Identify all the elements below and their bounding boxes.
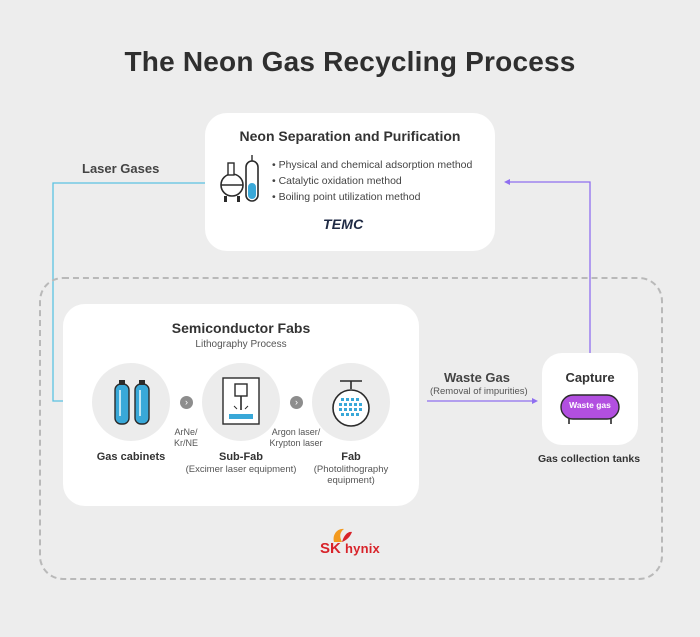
sub-fab-sublabel: (Excimer laser equipment) xyxy=(185,464,297,475)
fabs-subtitle: Lithography Process xyxy=(195,339,287,350)
temc-logo: TEMC xyxy=(323,216,364,232)
gas-collection-tanks-label: Gas collection tanks xyxy=(537,453,641,465)
gas-mix-line2: Kr/NE xyxy=(173,438,198,448)
purification-plant-icon xyxy=(220,155,259,202)
hynix-text: hynix xyxy=(345,541,380,556)
laser-type-line2: Krypton laser xyxy=(269,438,323,448)
purification-methods: • Physical and chemical adsorption metho… xyxy=(272,157,492,205)
capture-title: Capture xyxy=(565,370,615,385)
gas-mix-line1: ArNe/ xyxy=(174,427,198,437)
recycle-line xyxy=(508,181,591,353)
tank-text: Waste gas xyxy=(569,400,611,410)
waste-gas-label: Waste Gas xyxy=(444,370,510,385)
excimer-laser-icon xyxy=(222,377,260,425)
fab-sublabel: (Photolithography equipment) xyxy=(296,464,406,486)
wafer-icon xyxy=(332,380,370,427)
sk-hynix-region xyxy=(39,277,663,580)
chevron-right-icon: › xyxy=(290,396,303,409)
gas-cabinet-icon xyxy=(114,380,150,425)
chevron-right-icon: › xyxy=(180,396,193,409)
laser-type-label: Argon laser/ Krypton laser xyxy=(266,427,326,449)
purification-title: Neon Separation and Purification xyxy=(239,128,461,144)
gas-cabinets-circle xyxy=(92,363,170,441)
gas-tank-icon xyxy=(560,394,620,424)
page-title: The Neon Gas Recycling Process xyxy=(124,46,576,77)
waste-gas-note: (Removal of impurities) xyxy=(430,386,528,397)
laser-type-line1: Argon laser/ xyxy=(271,427,321,437)
sk-hynix-butterfly-icon xyxy=(333,528,352,542)
sk-text: SK xyxy=(320,540,341,557)
recycle-arrowhead xyxy=(504,179,510,185)
laser-gases-label: Laser Gases xyxy=(82,161,160,176)
fab-label: Fab xyxy=(341,451,361,463)
method-item: • Boiling point utilization method xyxy=(272,191,421,203)
fab-sublabel-line2: equipment) xyxy=(327,475,375,486)
fab-sublabel-line1: (Photolithography xyxy=(313,464,389,475)
method-item: • Physical and chemical adsorption metho… xyxy=(272,159,473,171)
method-item: • Catalytic oxidation method xyxy=(272,175,402,187)
sub-fab-label: Sub-Fab xyxy=(219,451,263,463)
gas-mix-label: ArNe/ Kr/NE xyxy=(168,427,204,449)
sk-hynix-logo: SK hynix xyxy=(320,540,380,557)
fabs-title: Semiconductor Fabs xyxy=(171,320,311,336)
gas-cabinets-label: Gas cabinets xyxy=(96,451,166,463)
waste-gas-arrowhead xyxy=(532,398,538,404)
